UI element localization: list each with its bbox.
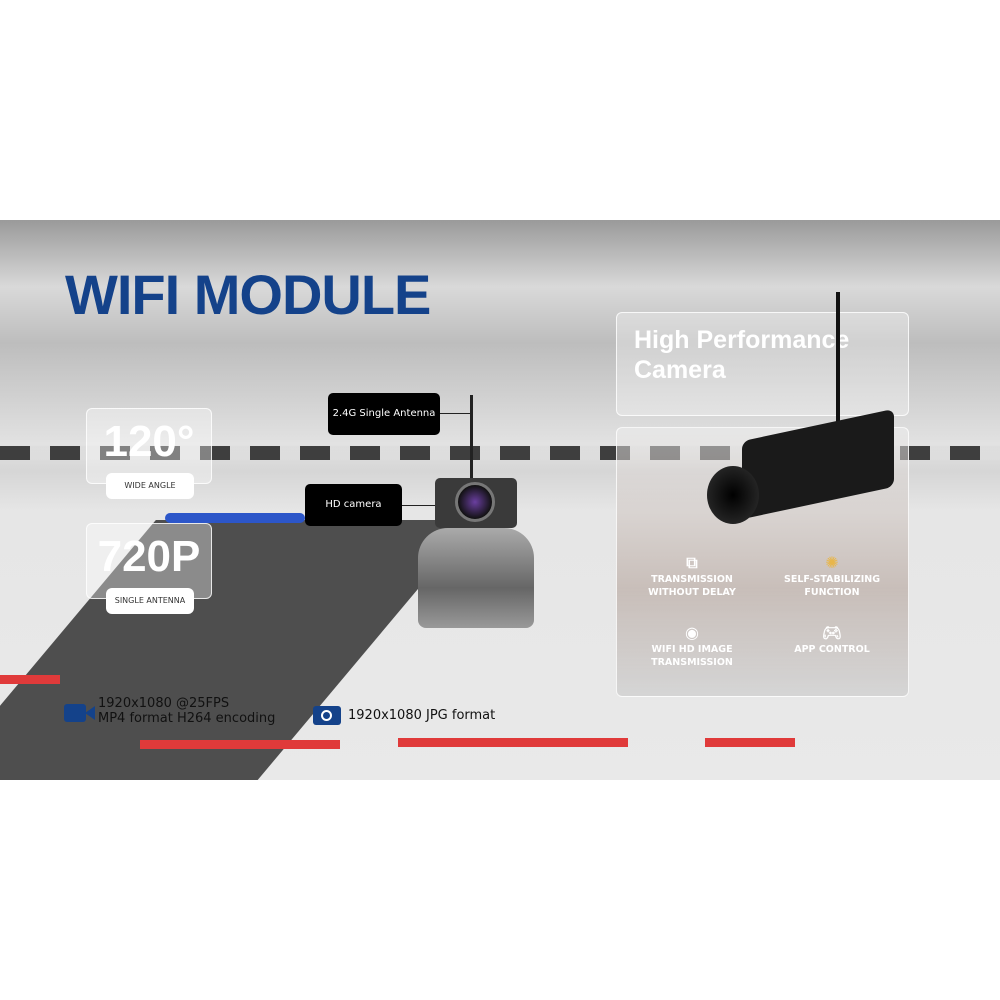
wifi-camera-icon: ◉ [685,623,699,642]
photo-spec-text: 1920x1080 JPG format [348,708,496,723]
antenna [836,292,840,442]
camera-module-image [742,408,894,520]
stat-value: 120° [103,417,195,466]
video-spec-text: 1920x1080 @25FPS MP4 format H264 encodin… [98,696,275,726]
video-camera-icon-lens [85,706,95,720]
video-format: MP4 format H264 encoding [98,711,276,726]
stat-card-resolution: 720P [86,523,212,599]
product-banner: WIFI MODULE 120° WIDE ANGLE 720P SINGLE … [0,220,1000,780]
video-camera-icon [64,704,86,722]
blue-curb [165,513,305,523]
stat-label: SINGLE ANTENNA [106,588,194,614]
feature-item: ⧉ TRANSMISSION WITHOUT DELAY [627,553,757,599]
feature-label: TRANSMISSION WITHOUT DELAY [648,574,736,598]
feature-label: APP CONTROL [794,644,870,655]
stat-label: WIDE ANGLE [106,473,194,499]
camera-lens [707,466,759,524]
transmission-icon: ⧉ [686,553,698,572]
panel-heading: High Performance Camera [634,326,850,384]
antenna-callout: 2.4G Single Antenna [328,393,440,435]
stat-card-angle: 120° [86,408,212,484]
stat-value: 720P [97,532,201,581]
feature-label: SELF-STABILIZING FUNCTION [784,574,880,598]
red-line [705,738,795,747]
camera-callout: HD camera [305,484,402,526]
feature-item: ✺ SELF-STABILIZING FUNCTION [767,553,897,599]
gyro-icon: ✺ [825,553,839,572]
red-line [0,675,60,684]
red-line [398,738,628,747]
photo-camera-icon [313,706,341,725]
features-card: ⧉ TRANSMISSION WITHOUT DELAY ✺ SELF-STABIL… [616,408,909,697]
video-resolution: 1920x1080 @25FPS [98,696,230,711]
gamepad-icon: 🎮︎ [821,623,843,642]
feature-label: WIFI HD IMAGE TRANSMISSION [651,644,733,668]
callout-line [440,413,470,414]
red-line [140,740,340,749]
page-title: WIFI MODULE [65,263,431,326]
panel-heading-card: High Performance Camera [616,312,909,416]
feature-item: ◉ WIFI HD IMAGE TRANSMISSION [627,623,757,669]
callout-line [402,505,460,506]
feature-item: 🎮︎ APP CONTROL [767,623,897,656]
